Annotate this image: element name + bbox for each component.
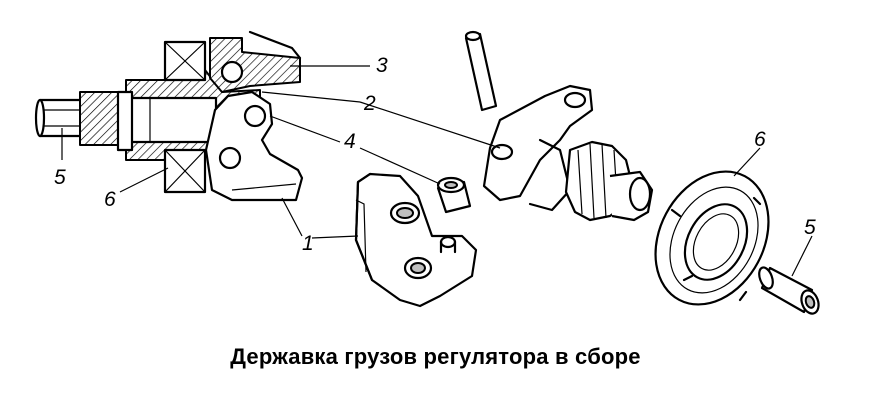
gear-section <box>209 30 302 93</box>
callout-2: 2 <box>363 92 376 115</box>
pin-part <box>464 30 498 112</box>
leader-lines <box>61 65 813 277</box>
callout-5-right: 5 <box>804 216 816 239</box>
callout-6-left: 6 <box>104 188 116 211</box>
roller-part <box>436 176 472 214</box>
gear <box>564 140 654 222</box>
weight-section <box>204 90 304 202</box>
callout-3: 3 <box>376 54 388 77</box>
assembly-drawing: 3 2 4 1 5 6 6 5 <box>34 30 820 315</box>
bearing-section-upper <box>163 40 207 82</box>
bearing-section-lower <box>163 148 207 194</box>
shaft-tube-right <box>758 266 820 315</box>
holder-part <box>482 84 654 222</box>
callout-1: 1 <box>302 232 314 255</box>
sectional-assembly <box>34 30 304 202</box>
weight-part <box>354 172 478 308</box>
figure-caption: Державка грузов регулятора в сборе <box>230 344 641 369</box>
callout-6-right: 6 <box>754 128 766 151</box>
callout-labels: 3 2 4 1 5 6 6 5 <box>54 54 816 255</box>
callout-4: 4 <box>344 130 356 153</box>
ball-bearing <box>654 170 770 306</box>
callout-5-left: 5 <box>54 166 66 189</box>
